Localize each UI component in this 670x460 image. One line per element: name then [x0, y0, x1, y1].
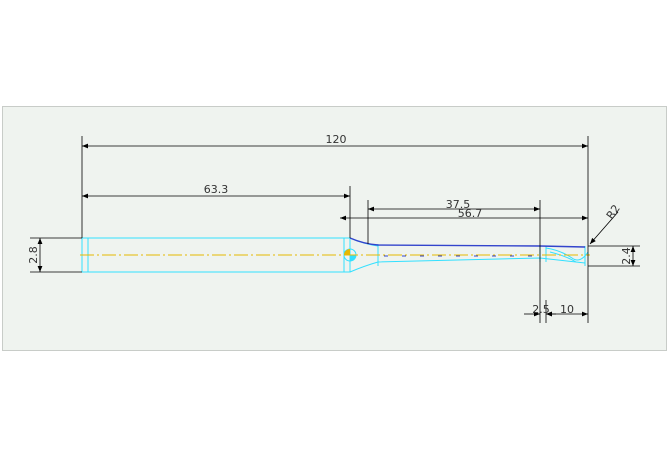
- label-2-8: 2.8: [27, 246, 40, 264]
- cutter-top-edge: [349, 237, 586, 248]
- cutter-bottom-edge: [377, 257, 586, 264]
- label-2-4: 2.4: [620, 247, 633, 265]
- label-63-3: 63.3: [204, 183, 229, 196]
- dimension-lines: [30, 136, 640, 323]
- label-120: 120: [326, 133, 347, 146]
- flute-curve-2: [549, 251, 577, 263]
- flute-curve: [545, 247, 589, 261]
- label-37-5: 37.5: [446, 198, 471, 211]
- label-56-7: 56.7: [458, 207, 483, 220]
- label-10: 10: [560, 303, 574, 316]
- leader-r2: [589, 211, 619, 245]
- label-2-5: 2.5: [532, 303, 550, 316]
- dimension-labels: 120 63.3 37.5 56.7 R2 2.8 2.4 2.5 10: [27, 133, 633, 316]
- neck-transition-bottom: [349, 261, 379, 273]
- center-mark-fill: [344, 249, 356, 261]
- label-r2: R2: [604, 202, 623, 221]
